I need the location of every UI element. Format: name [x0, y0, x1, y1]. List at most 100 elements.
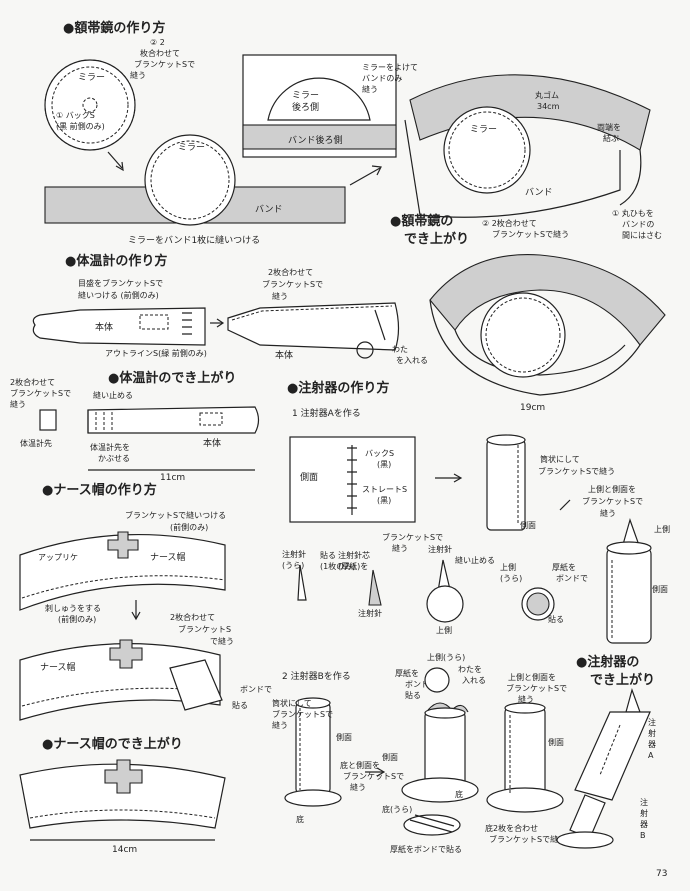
thermometer-tip-piece [39, 409, 57, 431]
mirror-band-only-b: バンドのみ [362, 74, 402, 83]
syringe-a-side-pattern [289, 436, 416, 523]
mirror-back-label-1: ミラー [292, 90, 319, 101]
bottom-side-c: 縫う [350, 782, 366, 792]
syringe-a-tube-illustration [486, 434, 526, 531]
syringe-b-v1: 注 [640, 797, 648, 807]
needle-stop-sew: 縫い止める [455, 555, 495, 565]
thermo-two-sheets-c: 縫う [272, 291, 288, 301]
step2-b: 枚合わせて [140, 48, 180, 58]
syringe-b-v3: 器 [640, 820, 648, 829]
heading-syringe-done-2: でき上がり [590, 672, 655, 688]
nurse-cap-sewn-illustration [19, 639, 223, 721]
tip-two-sheets-b: ブランケットSで [10, 388, 71, 398]
cap-sew-note-b: (前側のみ) [170, 522, 208, 532]
syringe-b-tube-b: ブランケットSで [272, 709, 333, 719]
heading-thermometer-done: ●体温計のでき上がり [108, 370, 236, 386]
thermometer-tip-label: 体温計先 [20, 438, 52, 448]
stop-sew-label: 縫い止める [93, 390, 133, 400]
syringe-b-bottom-label-2: 底 [455, 789, 463, 799]
syringe-b-tube-c: 縫う [272, 720, 288, 730]
syringe-a-tube-a: 筒状にして [540, 454, 580, 464]
heading-nurse-cap-howto: ●ナース帽の作り方 [42, 482, 157, 498]
tip-two-sheets-a: 2枚合わせて [10, 377, 55, 387]
syringe-b-top-back: 上側(うら) [427, 652, 465, 662]
syringe-b-v2: 射 [640, 808, 648, 818]
heading-forehead-mirror-howto: ●額帯鏡の作り方 [63, 20, 165, 36]
blanket-note-a: ② 2枚合わせて [482, 218, 537, 228]
syringe-finished-illustration [556, 688, 651, 849]
bond-note: 厚紙をボンドで貼る [390, 844, 462, 854]
b-top-side-c: 縫う [518, 694, 534, 704]
blanket-note-b: ブランケットSで縫う [492, 229, 569, 239]
cotton-a: わた [392, 345, 408, 354]
cap-bond-b: 貼る [232, 700, 248, 710]
needle-label: 注射針 [358, 608, 382, 618]
thermometer-sewn-illustration [227, 302, 400, 359]
cardboard-c: 貼る [548, 614, 564, 624]
bottom-side-a: 底と側面を [340, 760, 380, 770]
heading-forehead-mirror-done-1: ●額帯鏡の [390, 213, 453, 229]
needle-core-piece [368, 569, 382, 606]
embroidery-a: 刺しゅうをする [45, 604, 101, 613]
syringe-a-top-side-c: 縫う [600, 508, 616, 518]
mirror-back-label-2: 後ろ側 [292, 101, 319, 113]
tie-ends-a: 両端を [597, 122, 621, 132]
embroidery-b: (前側のみ) [58, 614, 96, 624]
mirror-label-3: ミラー [470, 124, 497, 135]
mirror-label: ミラー [78, 72, 105, 83]
cap-two-sheets-c: で縫う [210, 636, 234, 646]
sew-band-note: ミラーをバンド1枚に縫いつける [128, 234, 260, 246]
needle-core-a: 注射針芯 [338, 550, 370, 560]
step2-c: ブランケットSで [134, 59, 195, 69]
nurse-cap-size: 14cm [112, 845, 137, 855]
syringe-b-bottom-back: 底(うら) [382, 804, 412, 814]
cap-bond-a: ボンドで [240, 685, 272, 694]
thermometer-pattern-illustration [32, 307, 206, 346]
nurse-cap-pattern-illustration [19, 531, 226, 611]
b-cardboard-b: ボンドで [405, 680, 437, 689]
step2-a: ② 2 [150, 38, 165, 47]
body-label: 本体 [95, 321, 113, 333]
body-label-2: 本体 [275, 349, 293, 361]
syringe-b-v4: B [640, 831, 646, 840]
paste-once-a: 貼る [320, 550, 336, 560]
heading-syringe-b: 2 注射器Bを作る [282, 670, 351, 682]
straight-stitch-b: (黒) [377, 496, 391, 505]
heading-syringe-a: 1 注射器Aを作る [292, 407, 361, 419]
syringe-a-top-back-illustration [521, 587, 555, 621]
cap-two-sheets-b: ブランケットS [178, 624, 231, 634]
back-stitch-note: (黒 前側のみ) [56, 121, 105, 131]
syringe-b-tube-illustration [284, 697, 342, 807]
syringe-a-v4: A [648, 751, 654, 760]
syringe-b-side-label-2: 側面 [382, 752, 398, 762]
needle-sew-a: ブランケットSで [382, 532, 443, 542]
bottom-side-b: ブランケットSで [343, 771, 404, 781]
thermometer-finished-illustration [87, 406, 260, 434]
rubber-cord-length: 34cm [537, 102, 560, 111]
step2-d: 縫う [130, 70, 146, 80]
needle-label-2: 注射針 [428, 544, 452, 554]
cap-label-2: ナース帽 [40, 661, 76, 673]
syringe-a-tube-b: ブランケットSで縫う [538, 466, 615, 476]
arrow-to-backside [349, 167, 381, 186]
mirror-band-only-a: ミラーをよけて [362, 63, 418, 72]
forehead-mirror-finished-illustration [429, 253, 666, 396]
top-label-2: 上側 [654, 524, 670, 534]
syringe-b-assembled-illustration [486, 702, 564, 813]
outline-note: アウトラインS(緑 前側のみ) [105, 348, 207, 358]
b-cardboard-a: 厚紙を [395, 668, 419, 678]
back-stitch-black-b: (黒) [377, 460, 391, 469]
back-stitch-label: ① バックS [56, 111, 95, 120]
needle-back-b: (うら) [282, 561, 304, 570]
straight-stitch-a: ストレートS [362, 485, 407, 494]
tip-two-sheets-c: 縫う [10, 399, 26, 409]
thermo-two-sheets-a: 2枚合わせて [268, 267, 313, 277]
cardboard-a: 厚紙を [552, 562, 576, 572]
syringe-a-assembled-illustration [606, 518, 652, 644]
band-back-label: バンド後ろ側 [288, 134, 342, 146]
band-label: バンド [255, 204, 282, 215]
band-back-detail-illustration [242, 54, 397, 158]
hole-note-a: ① 丸ひもを [612, 208, 654, 218]
heading-thermometer-howto: ●体温計の作り方 [65, 253, 167, 269]
